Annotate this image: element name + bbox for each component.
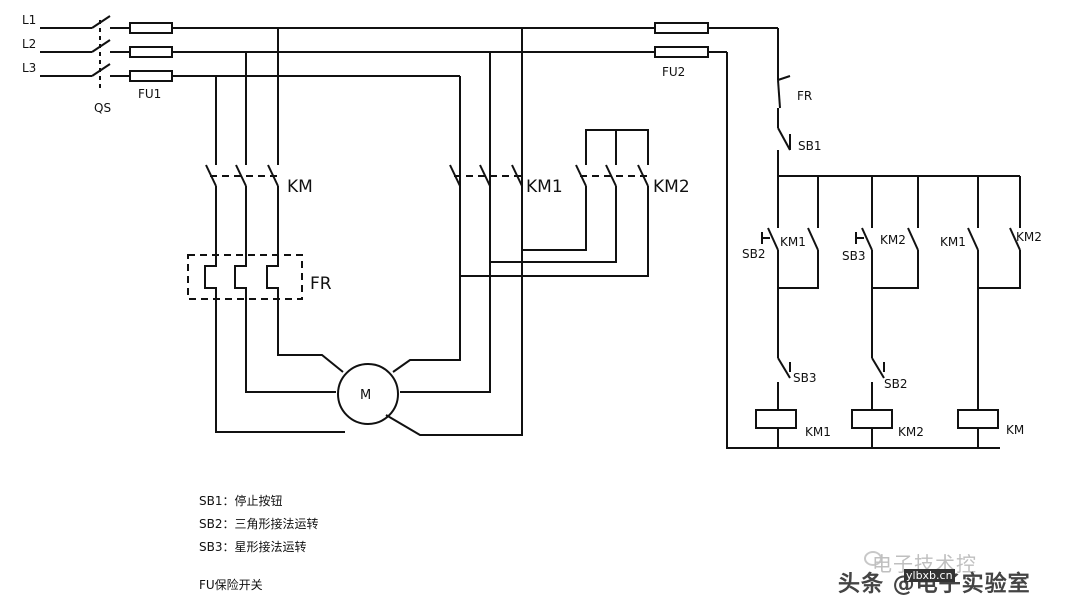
control-circuit (726, 28, 1021, 449)
fu2-label: FU2 (662, 65, 685, 79)
coil-km2-label: KM2 (898, 425, 924, 439)
ctrl-km2-hold-label: KM2 (880, 233, 906, 247)
coil-km-label: KM (1006, 423, 1024, 437)
watermark-domain: ylbxb.cn (904, 569, 955, 582)
km-contacts (205, 28, 282, 255)
ctrl-sb1-label: SB1 (798, 139, 821, 153)
line-label-l2: L2 (22, 37, 36, 51)
motor (337, 363, 399, 425)
motor-wiring (215, 28, 523, 436)
line-label-l1: L1 (22, 13, 36, 27)
legend-notes: SB1：停止按钮 SB2：三角形接法运转 SB3：星形接法运转 FU保险开关 (199, 490, 319, 597)
main-switch-qs (91, 15, 130, 88)
km1-contacts (449, 164, 526, 187)
ctrl-km1-hold-label: KM1 (780, 235, 806, 249)
fuses-fu1 (129, 22, 173, 82)
ctrl-km1-contact-label: KM1 (940, 235, 966, 249)
fr-thermal-relay (187, 254, 303, 300)
ctrl-sb3-label: SB3 (842, 249, 865, 263)
fuses-fu2 (654, 22, 709, 58)
ctrl-fr-label: FR (797, 89, 812, 103)
km2-label: KM2 (653, 177, 690, 197)
line-label-l3: L3 (22, 61, 36, 75)
ctrl-sb2-nc-label: SB2 (884, 377, 907, 391)
km-label: KM (287, 177, 313, 197)
wechat-icon (864, 551, 882, 566)
qs-label: QS (94, 101, 111, 115)
ctrl-sb3-nc-label: SB3 (793, 371, 816, 385)
supply-lines (40, 27, 92, 77)
bus-lines (172, 27, 778, 77)
ctrl-sb2-label: SB2 (742, 247, 765, 261)
km2-contacts (460, 129, 652, 277)
km1-label: KM1 (526, 177, 563, 197)
coil-km1-label: KM1 (805, 425, 831, 439)
note-sb1: SB1：停止按钮 (199, 494, 283, 508)
note-fu: FU保险开关 (199, 578, 263, 592)
note-sb2: SB2：三角形接法运转 (199, 517, 319, 531)
motor-label: M (360, 388, 371, 403)
fr-label: FR (310, 274, 332, 294)
watermark: 电子技术控 头条 @电子实验室 ylbxb.cn (838, 548, 1073, 598)
ctrl-km2-contact-label: KM2 (1016, 230, 1042, 244)
note-sb3: SB3：星形接法运转 (199, 540, 307, 554)
fu1-label: FU1 (138, 87, 161, 101)
